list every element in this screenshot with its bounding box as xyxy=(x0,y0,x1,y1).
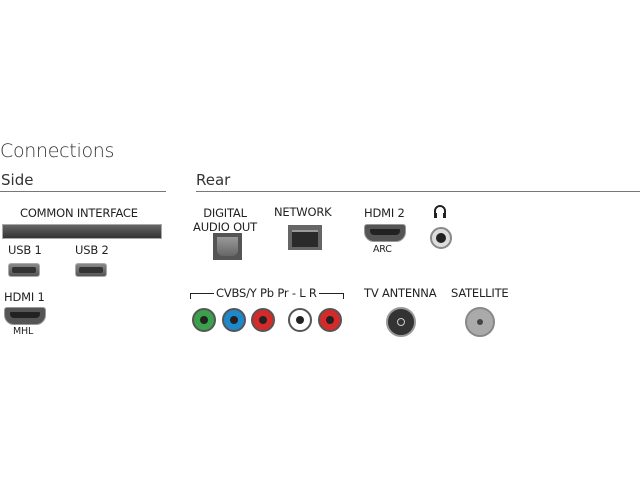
headphone-jack xyxy=(430,227,452,249)
rear-divider xyxy=(196,191,640,192)
rca-red-right xyxy=(318,308,342,332)
rca-red-pr xyxy=(251,308,275,332)
side-divider xyxy=(0,191,166,192)
rca-blue-pb xyxy=(222,308,246,332)
hdmi1-label: HDMI 1 xyxy=(4,290,45,304)
arc-label: ARC xyxy=(373,244,392,255)
ethernet-port xyxy=(288,225,322,250)
rear-heading: Rear xyxy=(196,171,231,189)
usb2-port xyxy=(75,263,107,277)
tv-antenna-label: TV ANTENNA xyxy=(364,286,437,300)
mhl-label: MHL xyxy=(13,326,34,337)
common-interface-slot xyxy=(2,224,162,239)
digital-audio-label-1: DIGITAL xyxy=(203,206,247,220)
cvbs-label: CVBS/Y Pb Pr - L R xyxy=(214,286,319,300)
satellite-label: SATELLITE xyxy=(451,286,509,300)
rca-green-y xyxy=(192,308,216,332)
page-title: Connections xyxy=(0,140,115,162)
optical-port xyxy=(213,233,242,260)
usb1-label: USB 1 xyxy=(8,243,42,257)
hdmi2-port xyxy=(364,224,406,242)
common-interface-label: COMMON INTERFACE xyxy=(20,206,138,220)
rca-white-left xyxy=(288,308,312,332)
network-label: NETWORK xyxy=(274,205,332,219)
hdmi2-label: HDMI 2 xyxy=(364,206,405,220)
usb2-label: USB 2 xyxy=(75,243,109,257)
usb1-port xyxy=(8,263,40,277)
headphones-icon xyxy=(434,205,446,218)
hdmi1-port xyxy=(4,307,46,325)
tv-antenna-port xyxy=(386,307,416,337)
digital-audio-label-2: AUDIO OUT xyxy=(193,220,257,234)
side-heading: Side xyxy=(1,171,34,189)
satellite-port xyxy=(465,307,495,337)
